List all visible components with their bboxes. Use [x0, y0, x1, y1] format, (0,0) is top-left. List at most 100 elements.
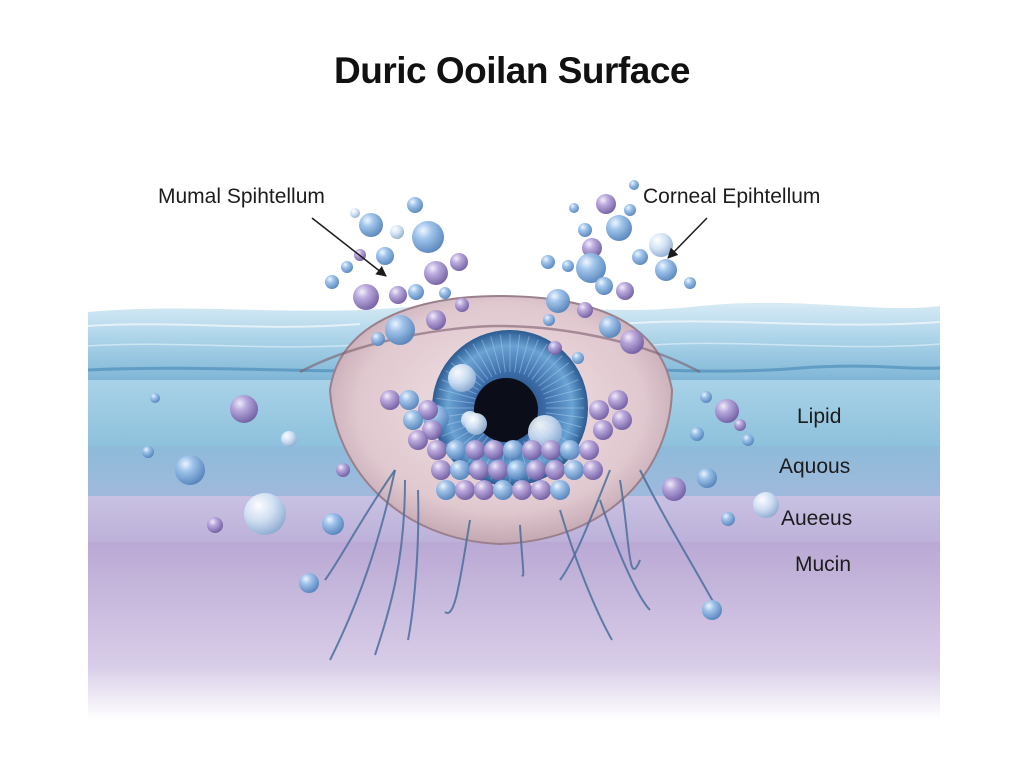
bubble [572, 352, 584, 364]
bubble [550, 480, 570, 500]
bubble [385, 315, 415, 345]
bubble [390, 225, 404, 239]
callout-right-label: Corneal Epihtellum [643, 185, 821, 208]
bubble [493, 480, 513, 500]
callout-left-label: Mumal Spihtellum [158, 185, 325, 208]
bubble [465, 413, 487, 435]
bubble [599, 316, 621, 338]
bubble [616, 282, 634, 300]
bubble [322, 513, 344, 535]
bubble [700, 391, 712, 403]
bubble [418, 400, 438, 420]
bubble [448, 364, 476, 392]
bubble [612, 410, 632, 430]
bubble [474, 480, 494, 500]
bubble [684, 277, 696, 289]
bubble [244, 493, 286, 535]
bubble [175, 455, 205, 485]
bubble [142, 446, 154, 458]
bubble [507, 460, 527, 480]
bubble [408, 430, 428, 450]
bubble [608, 390, 628, 410]
bubble [632, 249, 648, 265]
bubble [325, 275, 339, 289]
bubble [407, 197, 423, 213]
bubble [446, 440, 466, 460]
bubble [455, 298, 469, 312]
bubble [439, 287, 451, 299]
bubble [399, 390, 419, 410]
bubble [469, 460, 489, 480]
nerve-fiber [444, 519, 471, 615]
bubble [753, 492, 779, 518]
bubble [569, 203, 579, 213]
nerve-fiber [559, 469, 611, 581]
bubble [299, 573, 319, 593]
bubble [579, 440, 599, 460]
bubble [450, 460, 470, 480]
right-callout-arrow [667, 217, 708, 259]
diagram-title: Duric Ooilan Surface [334, 50, 691, 91]
bubble [715, 399, 739, 423]
pupil [474, 378, 538, 442]
bubble [655, 259, 677, 281]
bubble [721, 512, 735, 526]
bubble [424, 261, 448, 285]
bubble [230, 395, 258, 423]
bubble [403, 410, 423, 430]
bubble [606, 215, 632, 241]
nerve-fiber [329, 469, 396, 661]
bubble [697, 468, 717, 488]
mucin-layer [88, 540, 940, 720]
left-callout-arrow [311, 217, 387, 277]
bubble [624, 204, 636, 216]
bubble [531, 480, 551, 500]
bubble [353, 284, 379, 310]
nerve-fiber [599, 499, 651, 611]
layer-label-aueeus: Aueeus [781, 507, 853, 530]
bubble [422, 420, 442, 440]
bubble [734, 419, 746, 431]
bubble [376, 247, 394, 265]
bubble [522, 440, 542, 460]
bubble [465, 440, 485, 460]
bubble [281, 431, 297, 447]
bubble [649, 233, 673, 257]
nerve-fiber [324, 469, 396, 581]
bubble [455, 480, 475, 500]
bubble [662, 477, 686, 501]
bubble [207, 517, 223, 533]
bubble [541, 255, 555, 269]
nerve-fiber [619, 479, 641, 570]
bubble [541, 440, 561, 460]
bubble [484, 440, 504, 460]
bubble [350, 208, 360, 218]
bubble [526, 460, 546, 480]
bubble [620, 330, 644, 354]
bubble [336, 463, 350, 477]
bubble [431, 460, 451, 480]
bubble-cluster [142, 180, 779, 620]
bubble [380, 390, 400, 410]
bubble [546, 289, 570, 313]
layer-label-aquous: Aquous [779, 455, 851, 478]
nerve-fiber [374, 479, 406, 656]
bubble [596, 194, 616, 214]
bubble [543, 314, 555, 326]
bubble [389, 286, 407, 304]
nerve-fiber [639, 469, 716, 606]
bubble [593, 420, 613, 440]
bubble [545, 460, 565, 480]
bubble [560, 440, 580, 460]
bubble [595, 277, 613, 295]
bubble [576, 253, 606, 283]
bubble [629, 180, 639, 190]
bubble [488, 460, 508, 480]
bubble [564, 460, 584, 480]
bubble [702, 600, 722, 620]
nerve-fibers [324, 469, 716, 661]
bubble [426, 310, 446, 330]
nerve-fiber [559, 509, 613, 641]
